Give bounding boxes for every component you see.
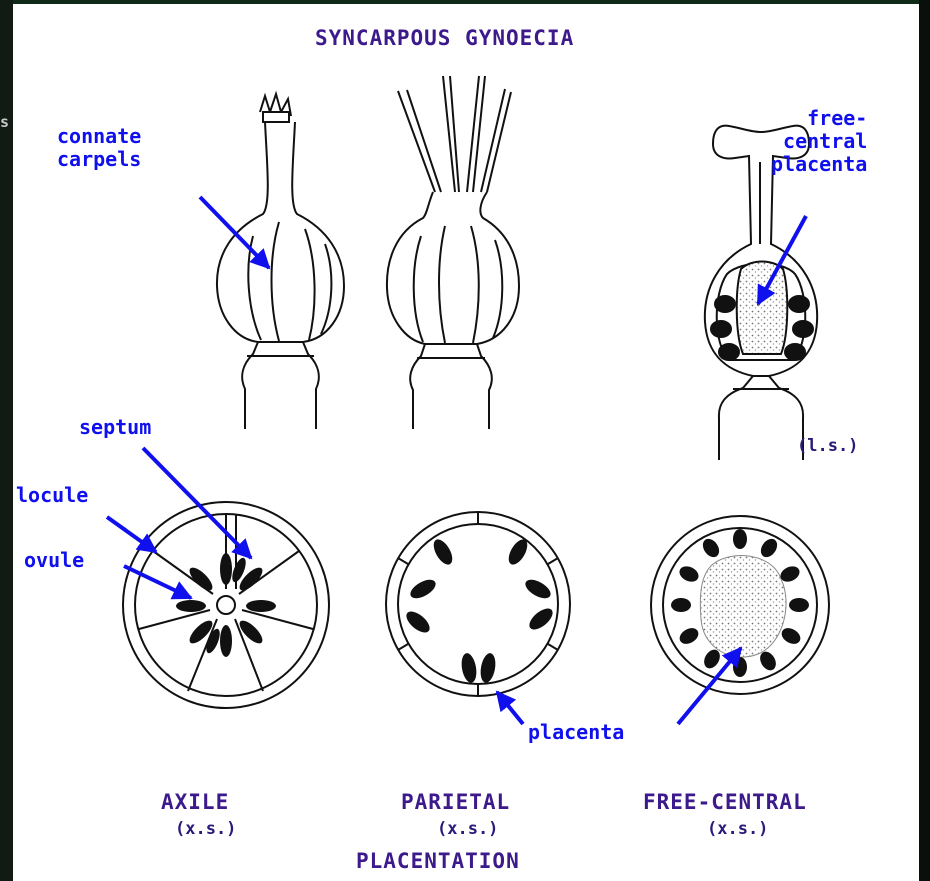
left-border xyxy=(0,0,13,881)
label-locule: locule xyxy=(16,484,88,507)
arrow-placenta-parietal xyxy=(497,692,523,724)
pistil-separate-styles xyxy=(387,76,519,429)
diagram-canvas: SYNCARPOUS GYNOECIA connate carpels free… xyxy=(13,4,919,881)
label-longitudinal-section: (l.s.) xyxy=(797,437,858,457)
heading-free-central: FREE-CENTRAL xyxy=(643,790,807,814)
page-title: SYNCARPOUS GYNOECIA xyxy=(315,26,574,50)
footer-placentation: PLACENTATION xyxy=(356,849,520,873)
heading-parietal: PARIETAL xyxy=(401,790,510,814)
cross-section-free-central xyxy=(651,516,829,694)
heading-axile: AXILE xyxy=(161,790,229,814)
note-free-central: (x.s.) xyxy=(707,820,768,840)
note-axile: (x.s.) xyxy=(175,820,236,840)
cross-section-parietal xyxy=(386,512,570,696)
note-parietal: (x.s.) xyxy=(437,820,498,840)
right-border xyxy=(919,0,930,881)
label-ovule: ovule xyxy=(24,549,84,572)
label-septum: septum xyxy=(79,416,151,439)
arrow-connate-carpels xyxy=(200,197,269,268)
label-placenta: placenta xyxy=(528,721,624,744)
pistil-connate-carpels xyxy=(217,94,344,429)
label-connate-carpels: connate carpels xyxy=(57,125,141,171)
label-free-central-placenta: free- central placenta xyxy=(771,107,867,176)
stray-glyph: s xyxy=(0,113,9,131)
arrow-locule xyxy=(107,517,156,552)
